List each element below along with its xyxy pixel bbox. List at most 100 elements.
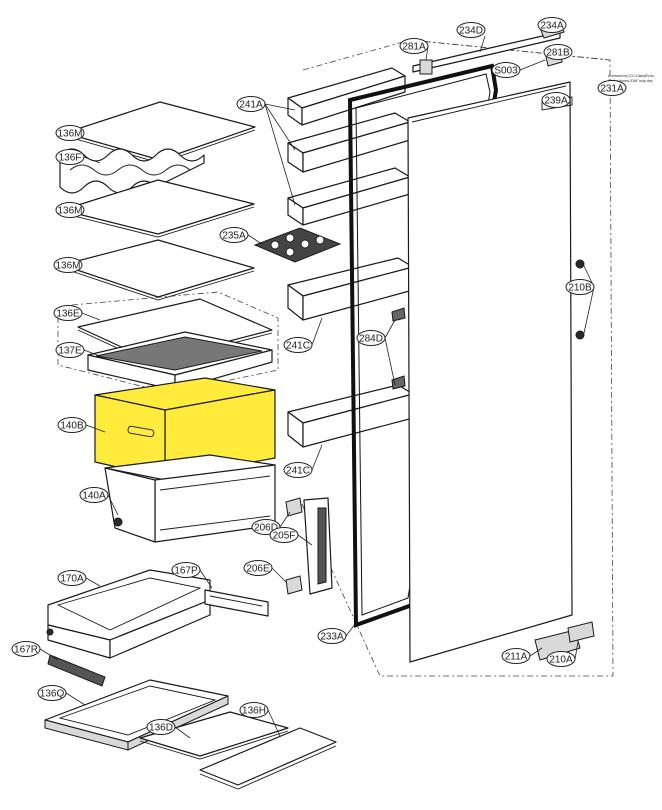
door-panel xyxy=(407,81,585,663)
callout-text: 235A xyxy=(222,231,246,242)
drawer-rail-right xyxy=(204,589,269,617)
callout-oval xyxy=(79,487,109,503)
callout-136m: 136M xyxy=(55,202,85,218)
callout-oval xyxy=(537,17,567,33)
callout-oval xyxy=(491,62,521,78)
callout-text: 239A xyxy=(544,96,568,107)
callout-oval xyxy=(55,342,85,358)
callout-text: 206D xyxy=(254,523,278,534)
freezer-cover-shelf xyxy=(199,727,337,790)
callout-210a: 210A xyxy=(546,651,576,667)
callout-oval xyxy=(37,685,67,701)
handle-end-cap-top xyxy=(285,497,303,517)
callout-140b: 140B xyxy=(57,417,87,433)
glass-shelf-second xyxy=(61,179,255,238)
callout-oval xyxy=(456,22,486,38)
callout-284d: 284D xyxy=(356,330,386,346)
callout-text: 233A xyxy=(320,632,344,643)
callout-oval xyxy=(597,80,627,96)
callout-210b: 210B xyxy=(565,279,595,295)
freezer-bin xyxy=(46,569,211,659)
callout-136f: 136F xyxy=(55,149,85,165)
callout-136h: 136H xyxy=(239,702,269,718)
callout-text: 167P xyxy=(174,566,198,577)
callout-oval xyxy=(356,330,386,346)
callout-text: S003 xyxy=(494,66,518,77)
callout-137e: 137E xyxy=(55,342,85,358)
callout-oval xyxy=(57,570,87,586)
callout-oval xyxy=(541,92,571,108)
callout-text: 231A xyxy=(600,84,624,95)
callout-text: 136H xyxy=(242,706,266,717)
callout-oval xyxy=(219,227,249,243)
callout-text: 136F xyxy=(59,153,82,164)
callout-oval xyxy=(53,305,83,321)
callout-oval xyxy=(546,651,576,667)
callout-281a: 281A xyxy=(399,38,429,54)
callout-oval xyxy=(543,44,573,60)
callout-241a: 241A xyxy=(236,96,266,112)
callout-text: 136D xyxy=(149,723,173,734)
door-note-text: A-ensure/or(CCC-Data)DVdu Modus ituneu-/… xyxy=(608,74,654,83)
callout-text: 170A xyxy=(60,574,84,585)
handle-end-cap-bottom xyxy=(285,575,303,595)
callout-oval xyxy=(146,719,176,735)
callout-oval xyxy=(565,279,595,295)
callout-text: 234D xyxy=(459,26,483,37)
callout-s003: S003 xyxy=(491,62,521,78)
callout-oval xyxy=(243,560,273,576)
callout-text: 137E xyxy=(58,346,82,357)
callout-239a: 239A xyxy=(541,92,571,108)
callout-text: 140B xyxy=(60,421,84,432)
callout-281b: 281B xyxy=(543,44,573,60)
callout-231a: 231A xyxy=(597,80,627,96)
bottom-hinge-assembly xyxy=(534,621,595,661)
callout-oval xyxy=(53,257,83,273)
callout-text: 241C xyxy=(286,341,310,352)
callout-labels: 136M 136F 136M 136M 136E 137E 140B 140A 170A 167P… xyxy=(11,17,627,735)
lower-crisper-drawer xyxy=(104,454,276,543)
callout-oval xyxy=(283,337,313,353)
callout-text: 136M xyxy=(57,206,82,217)
callout-text: 136E xyxy=(56,309,80,320)
crisper-cover-frame xyxy=(87,331,273,391)
callout-text: 167R xyxy=(14,645,38,656)
callout-text: 281A xyxy=(402,42,426,53)
callout-oval xyxy=(501,648,531,664)
drawer-rail-left xyxy=(47,654,106,687)
glass-shelf-third xyxy=(61,239,255,301)
wine-rack xyxy=(59,148,205,194)
callout-136q: 136Q xyxy=(37,685,67,701)
callout-241c: 241C xyxy=(283,337,313,353)
callout-234a: 234A xyxy=(537,17,567,33)
callout-text: 211A xyxy=(505,652,528,663)
callout-oval xyxy=(55,125,85,141)
callout-text: 210A xyxy=(549,655,573,666)
callout-oval xyxy=(55,202,85,218)
callout-136m: 136M xyxy=(55,125,85,141)
door-brackets xyxy=(391,307,406,390)
callout-oval xyxy=(283,462,313,478)
callout-140a: 140A xyxy=(79,487,109,503)
callout-136m: 136M xyxy=(53,257,83,273)
callout-oval xyxy=(236,96,266,112)
callout-text: 241A xyxy=(239,100,263,111)
callout-text: 205F xyxy=(273,531,296,542)
callout-text: 136M xyxy=(57,129,82,140)
callout-oval xyxy=(57,417,87,433)
callout-oval xyxy=(239,702,269,718)
note-line-2: Modus ituneu-/DAF nolp.dnp xyxy=(608,79,653,83)
callout-oval xyxy=(399,38,429,54)
callout-text: 281B xyxy=(546,48,570,59)
callout-233a: 233A xyxy=(317,628,347,644)
callout-oval xyxy=(171,562,201,578)
door-handle xyxy=(303,497,333,595)
upper-crisper-drawer xyxy=(94,377,276,479)
callout-text: 284D xyxy=(359,334,383,345)
callout-206e: 206E xyxy=(243,560,273,576)
callout-text: 140A xyxy=(82,491,106,502)
callout-211a: 211A xyxy=(501,648,531,664)
egg-tray xyxy=(253,227,342,263)
callout-text: 234A xyxy=(540,21,564,32)
